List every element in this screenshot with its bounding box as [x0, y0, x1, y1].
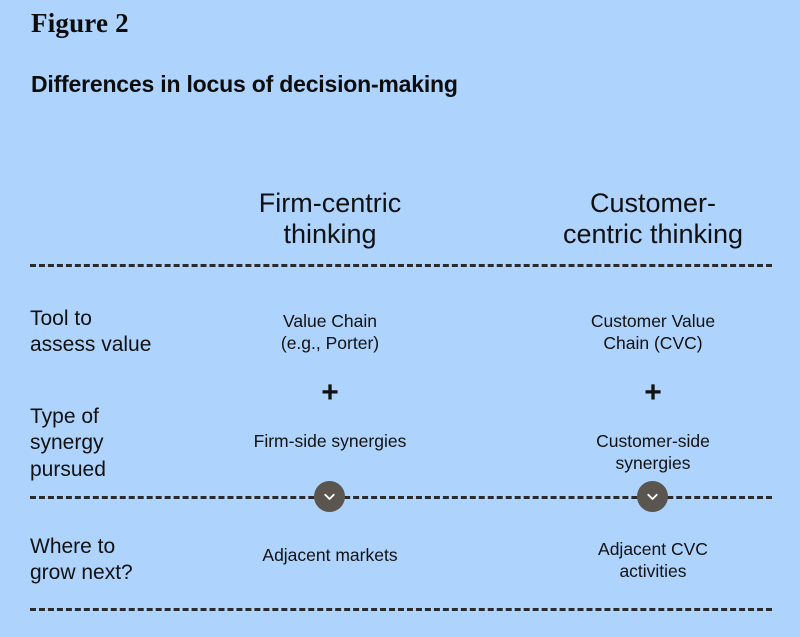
column-header-customer-centric: Customer- centric thinking: [562, 188, 744, 250]
chevron-down-icon-firm-centric: [314, 481, 345, 512]
divider-below-synergy: [30, 496, 772, 499]
cell-growth-firm-centric: Adjacent markets: [262, 545, 398, 565]
cell-tool-customer-centric: Customer Value Chain (CVC): [590, 311, 716, 354]
plus-sign-firm-centric: +: [321, 376, 339, 409]
figure-title: Differences in locus of decision-making: [31, 71, 458, 97]
divider-bottom: [30, 608, 772, 611]
divider-below-headers: [30, 264, 772, 267]
row-label-type-of-synergy-pursued: Type of synergy pursued: [30, 405, 106, 481]
row-label-tool-to-assess-value: Tool to assess value: [30, 307, 152, 357]
cell-tool-firm-centric: Value Chain (e.g., Porter): [280, 311, 380, 354]
cell-synergy-customer-centric: Customer-side synergies: [596, 431, 710, 474]
figure-label: Figure 2: [31, 8, 129, 38]
plus-sign-customer-centric: +: [644, 376, 662, 409]
row-label-where-to-grow-next: Where to grow next?: [30, 535, 133, 585]
chevron-down-icon-customer-centric: [637, 481, 668, 512]
column-header-firm-centric: Firm-centric thinking: [258, 188, 402, 250]
cell-growth-customer-centric: Adjacent CVC activities: [598, 539, 708, 582]
cell-synergy-firm-centric: Firm-side synergies: [253, 431, 407, 451]
